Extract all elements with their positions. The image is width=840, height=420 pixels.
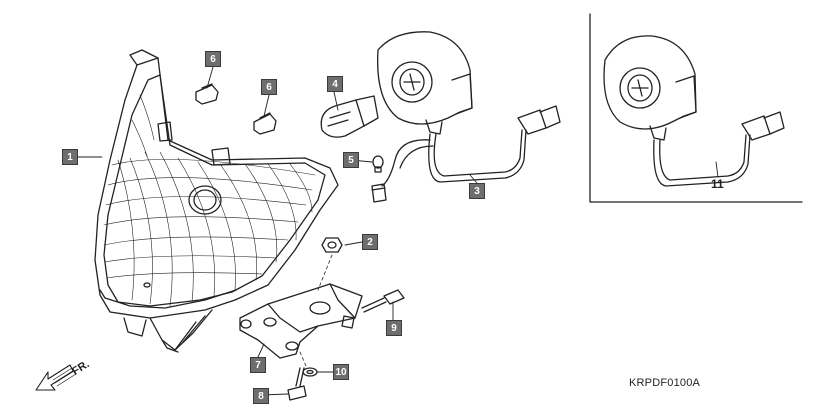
callout-1: 1 [62, 149, 78, 165]
callout-6b: 6 [261, 79, 277, 95]
diagram-code: KRPDF0100A [629, 377, 701, 389]
leader-lines [77, 66, 719, 396]
callout-10: 10 [333, 364, 349, 380]
bracket [239, 283, 363, 359]
lower-bolt [287, 367, 307, 401]
socket-assembly-inset [603, 35, 785, 187]
callout-4: 4 [327, 76, 343, 92]
washer [302, 367, 318, 377]
label-11: 11 [711, 177, 724, 191]
main-bulb [320, 95, 379, 138]
callout-9: 9 [386, 320, 402, 336]
callout-8: 8 [253, 388, 269, 404]
side-bolt [361, 289, 405, 313]
rubber-cap-2 [253, 112, 277, 135]
nut [321, 237, 343, 253]
rubber-cap-1 [195, 83, 219, 105]
callout-7: 7 [250, 357, 266, 373]
callout-2: 2 [362, 234, 378, 250]
callout-6a: 6 [205, 51, 221, 67]
inset-frame [589, 13, 803, 203]
socket-harness [377, 31, 561, 187]
position-bulb [371, 155, 387, 203]
front-arrow-icon [35, 364, 77, 391]
headlight-unit [94, 49, 339, 353]
lens-facets [103, 94, 316, 307]
callout-5: 5 [343, 152, 359, 168]
callout-3: 3 [469, 183, 485, 199]
